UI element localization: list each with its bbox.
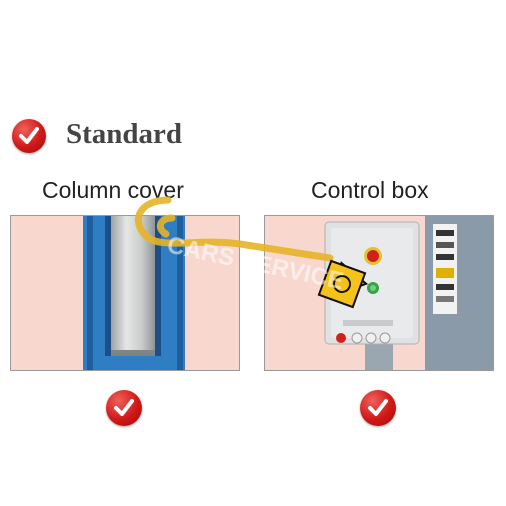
column-cover-included-icon [106,390,142,426]
column-cover-photo [10,215,240,371]
caption-column-cover: Column cover [42,177,184,203]
control-box-included-icon [360,390,396,426]
control-box-photo: ! [264,215,494,371]
caption-control-box: Control box [311,177,429,203]
heading-check-icon [12,119,46,153]
section-heading: Standard [66,118,183,150]
